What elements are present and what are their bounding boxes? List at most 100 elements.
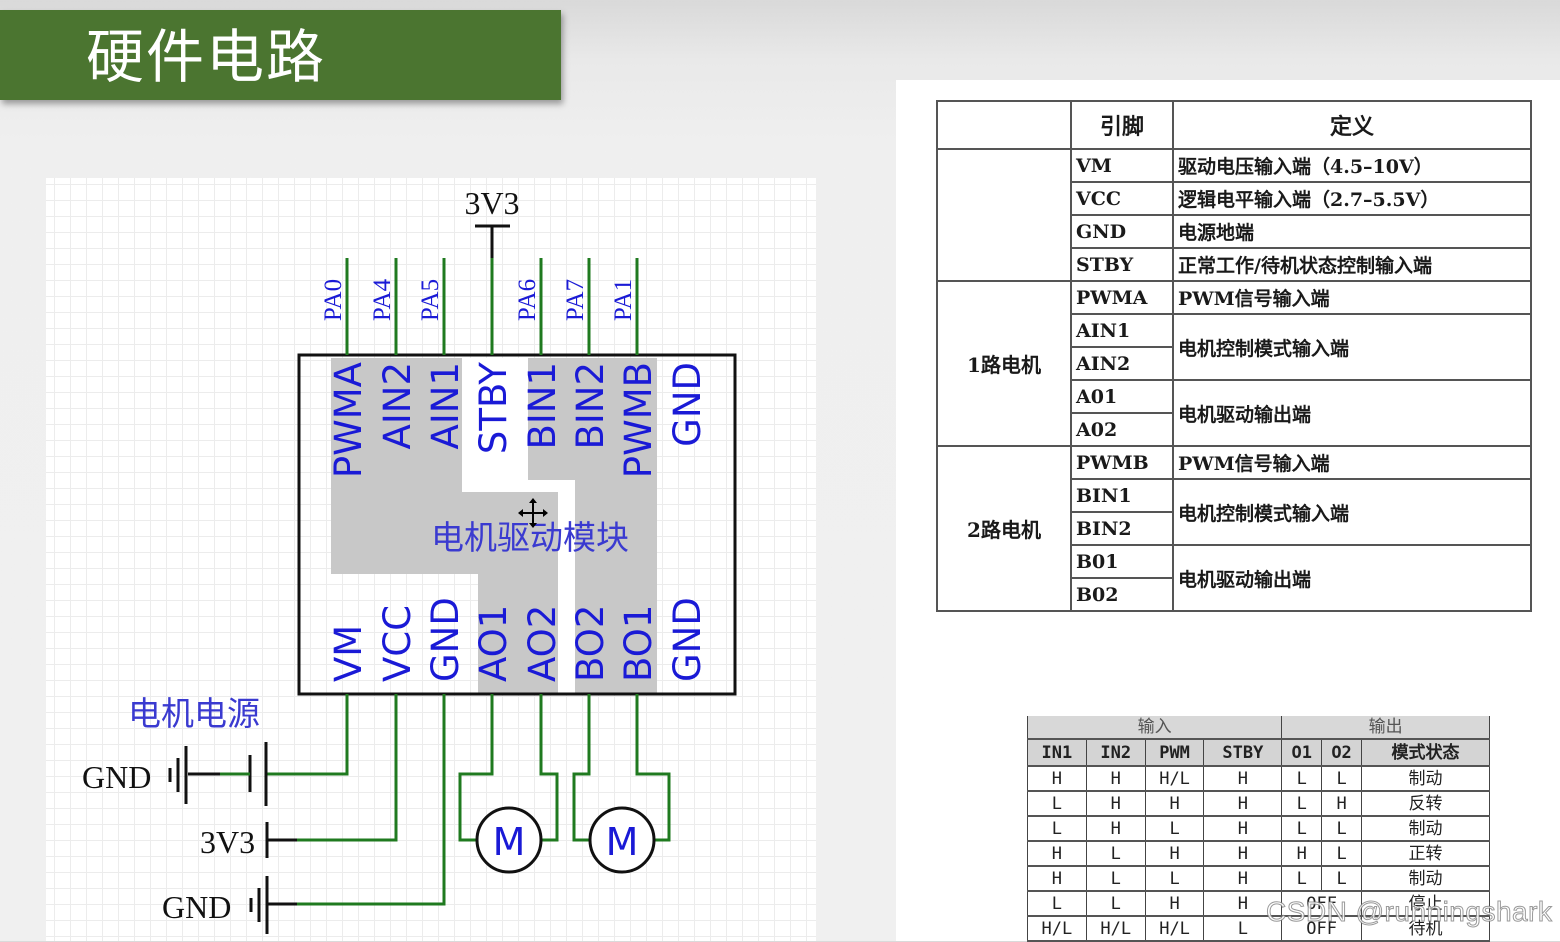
input-group-header: 输入 xyxy=(1026,716,1283,740)
truth-cell: L xyxy=(1085,866,1146,892)
truth-cell: H xyxy=(1203,816,1283,842)
definition-cell: 电机驱动输出端 xyxy=(1172,379,1532,447)
pin-label-bottom-gnd: GND xyxy=(424,597,467,682)
table-row: VCC 逻辑电平输入端（2.7–5.5V） xyxy=(937,181,1532,216)
supply-3v3-symbol-icon xyxy=(265,822,297,858)
truth-cell: H xyxy=(1144,791,1205,817)
truth-cell: L xyxy=(1321,766,1362,792)
group-cell: 2路电机 xyxy=(936,445,1072,612)
definition-cell: 逻辑电平输入端（2.7–5.5V） xyxy=(1172,181,1532,216)
pin-label-top-ain1: AIN1 xyxy=(424,362,467,449)
slide-title-bar: 硬件电路 xyxy=(0,10,561,100)
truth-cell: L xyxy=(1281,866,1323,892)
motor-power-label: 电机电源 xyxy=(128,694,260,733)
wire-ao1 xyxy=(458,694,494,842)
truth-cell: L xyxy=(1085,891,1146,917)
truth-cell: H xyxy=(1203,841,1283,867)
truth-col-header: IN2 xyxy=(1085,739,1146,767)
net-label-pa4: PA4 xyxy=(369,278,396,321)
motor-a[interactable]: M xyxy=(475,806,543,874)
truth-cell: L xyxy=(1144,816,1205,842)
wire-vm xyxy=(266,694,349,776)
pin-label-top-ain2: AIN2 xyxy=(376,362,419,449)
pin-cell: B02 xyxy=(1070,577,1174,612)
pin-cell: VM xyxy=(1070,148,1174,183)
ground-symbol-1-icon xyxy=(168,746,188,804)
pin-label-top-gnd: GND xyxy=(666,362,709,447)
truth-col-header: O1 xyxy=(1281,739,1323,767)
truth-cell: 反转 xyxy=(1360,791,1491,817)
table-row: STBY 正常工作/待机状态控制输入端 xyxy=(937,247,1532,282)
move-cursor-icon xyxy=(518,498,548,528)
pin-definition-table: 引脚 定义 VM 驱动电压输入端（4.5–10V） VCC 逻辑电平输入端（2.… xyxy=(936,100,1532,612)
pin-label-bottom-vm: VM xyxy=(327,625,370,682)
truth-cell: H xyxy=(1085,766,1146,792)
table-row: B02 xyxy=(937,577,1531,612)
truth-cell: H xyxy=(1027,766,1087,792)
pin-cell: BIN1 xyxy=(1070,478,1174,513)
pin-cell: GND xyxy=(1070,214,1174,249)
pin-cell: A02 xyxy=(1070,412,1174,447)
truth-cell: H xyxy=(1027,866,1087,892)
table-row: VM 驱动电压输入端（4.5–10V） xyxy=(936,148,1532,282)
truth-cell: 制动 xyxy=(1360,766,1491,792)
slide-title: 硬件电路 xyxy=(86,23,327,91)
truth-cell: H/L xyxy=(1027,916,1087,942)
pin-cell: B01 xyxy=(1070,544,1174,579)
truth-cell: L xyxy=(1144,866,1205,892)
watermark: CSDN @runningshark xyxy=(1265,896,1553,928)
table-row: AIN2 xyxy=(937,346,1531,381)
ground-1-label: GND xyxy=(82,759,151,795)
output-group-header: 输出 xyxy=(1281,716,1490,740)
table-row: BIN1 电机控制模式输入端 xyxy=(937,478,1532,546)
definition-cell: PWM信号输入端 xyxy=(1172,445,1532,480)
wire-gnd xyxy=(297,694,446,906)
driver-module-box[interactable] xyxy=(297,353,737,696)
pin-cell: PWMB xyxy=(1070,445,1174,480)
truth-cell: H xyxy=(1144,841,1205,867)
pin-label-top-stby: STBY xyxy=(472,362,515,454)
motor-b[interactable]: M xyxy=(588,806,656,874)
pin-cell: BIN2 xyxy=(1070,511,1174,546)
truth-cell: L xyxy=(1281,816,1323,842)
truth-cell: OFF xyxy=(1281,891,1362,917)
pin-label-bottom-vcc: VCC xyxy=(376,605,419,682)
definition-cell: PWM信号输入端 xyxy=(1172,280,1532,315)
truth-cell: L xyxy=(1027,891,1087,917)
table-row: A02 xyxy=(937,412,1531,447)
pin-label-top-bin2: BIN2 xyxy=(569,362,612,450)
ground-2-label: GND xyxy=(162,889,231,925)
truth-cell: L xyxy=(1027,816,1087,842)
truth-cell: L xyxy=(1203,916,1283,942)
motor-a-symbol-icon xyxy=(475,806,543,874)
pin-label-top-pwmb: PWMB xyxy=(617,362,660,478)
truth-cell: L xyxy=(1085,841,1146,867)
pin-label-bottom-bo2: BO2 xyxy=(569,605,612,682)
table-row: 2路电机 PWMB PWM信号输入端 xyxy=(936,445,1532,612)
truth-col-header: STBY xyxy=(1203,739,1283,767)
motor-b-label: M xyxy=(606,820,639,864)
truth-cell: 待机 xyxy=(1360,916,1491,942)
definition-cell: 驱动电压输入端（4.5–10V） xyxy=(1172,148,1532,183)
table-row: GND 电源地端 xyxy=(937,214,1532,249)
net-label-pa0: PA0 xyxy=(320,279,347,321)
truth-cell: H xyxy=(1203,891,1283,917)
ground-symbol-2-icon xyxy=(249,876,297,934)
table-row: A01 电机驱动输出端 xyxy=(937,379,1532,447)
net-label-pa5: PA5 xyxy=(417,279,444,321)
truth-cell: L xyxy=(1321,816,1362,842)
truth-cell: H xyxy=(1321,791,1362,817)
truth-cell: 停止 xyxy=(1360,891,1491,917)
pin-table-header-pin: 引脚 xyxy=(1070,100,1174,150)
truth-cell: H/L xyxy=(1085,916,1146,942)
module-shade-b xyxy=(528,358,657,694)
truth-cell: 制动 xyxy=(1360,866,1491,892)
